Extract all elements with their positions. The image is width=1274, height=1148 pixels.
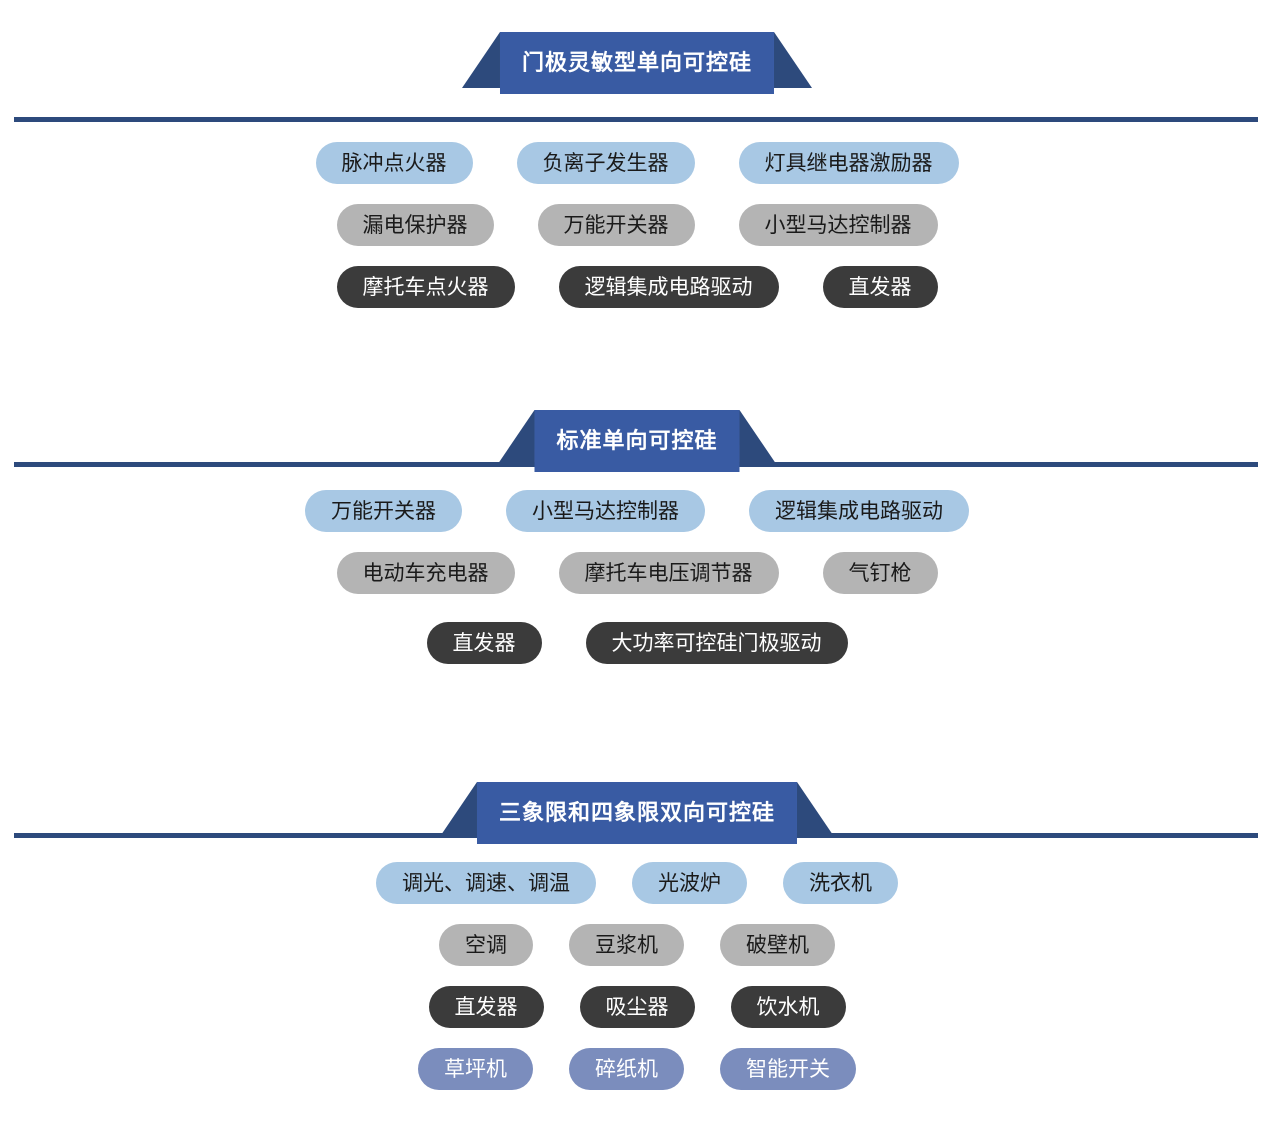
pill-item[interactable]: 调光、调速、调温 (376, 862, 596, 904)
pill-rows: 万能开关器 小型马达控制器 逻辑集成电路驱动 电动车充电器 摩托车电压调节器 气… (0, 490, 1274, 684)
section-standard-scr: 标准单向可控硅 万能开关器 小型马达控制器 逻辑集成电路驱动 电动车充电器 摩托… (0, 410, 1274, 664)
pill-item[interactable]: 万能开关器 (537, 204, 695, 246)
banner-trapezoid: 门极灵敏型单向可控硅 (461, 32, 813, 94)
pill-item[interactable]: 电动车充电器 (336, 552, 515, 594)
pill-item[interactable]: 大功率可控硅门极驱动 (585, 622, 848, 664)
pill-row: 万能开关器 小型马达控制器 逻辑集成电路驱动 (0, 490, 1274, 532)
pill-row: 直发器 大功率可控硅门极驱动 (0, 622, 1274, 664)
pill-row: 摩托车点火器 逻辑集成电路驱动 直发器 (0, 266, 1274, 308)
banner-left-wing-icon (496, 410, 535, 466)
pill-row: 草坪机 碎纸机 智能开关 (0, 1048, 1274, 1090)
pill-row: 调光、调速、调温 光波炉 洗衣机 (0, 862, 1274, 904)
banner-right-wing-icon (739, 410, 778, 466)
pill-item[interactable]: 豆浆机 (569, 924, 684, 966)
section-gate-sensitive-scr: 门极灵敏型单向可控硅 脉冲点火器 负离子发生器 灯具继电器激励器 漏电保护器 万… (0, 32, 1274, 308)
pill-item[interactable]: 草坪机 (418, 1048, 533, 1090)
section-title: 三象限和四象限双向可控硅 (498, 800, 776, 825)
pill-item[interactable]: 破壁机 (720, 924, 835, 966)
section-banner: 三象限和四象限双向可控硅 (0, 782, 1274, 844)
pill-item[interactable]: 摩托车点火器 (336, 266, 515, 308)
pill-item[interactable]: 洗衣机 (783, 862, 898, 904)
pill-row: 脉冲点火器 负离子发生器 灯具继电器激励器 (0, 142, 1274, 184)
pill-row: 空调 豆浆机 破壁机 (0, 924, 1274, 966)
section-quadrant-triac: 三象限和四象限双向可控硅 调光、调速、调温 光波炉 洗衣机 空调 豆浆机 破壁机… (0, 782, 1274, 1090)
pill-item[interactable]: 空调 (439, 924, 533, 966)
pill-item[interactable]: 吸尘器 (579, 986, 695, 1028)
pill-item[interactable]: 光波炉 (632, 862, 747, 904)
section-banner: 门极灵敏型单向可控硅 (0, 32, 1274, 122)
pill-item[interactable]: 漏电保护器 (336, 204, 494, 246)
pill-item[interactable]: 直发器 (822, 266, 938, 308)
banner-trapezoid: 标准单向可控硅 (496, 410, 778, 472)
pill-item[interactable]: 直发器 (428, 986, 544, 1028)
pill-item[interactable]: 小型马达控制器 (738, 204, 938, 246)
pill-row: 漏电保护器 万能开关器 小型马达控制器 (0, 204, 1274, 246)
banner-body: 三象限和四象限双向可控硅 (476, 782, 798, 844)
pill-item[interactable]: 小型马达控制器 (506, 490, 705, 532)
pill-item[interactable]: 饮水机 (730, 986, 846, 1028)
banner-body: 门极灵敏型单向可控硅 (499, 32, 775, 94)
pill-row: 直发器 吸尘器 饮水机 (0, 986, 1274, 1028)
section-title: 门极灵敏型单向可控硅 (521, 50, 753, 75)
banner-left-wing-icon (461, 32, 500, 88)
pill-item[interactable]: 逻辑集成电路驱动 (558, 266, 779, 308)
banner-trapezoid: 三象限和四象限双向可控硅 (438, 782, 836, 844)
pill-item[interactable]: 脉冲点火器 (315, 142, 473, 184)
pill-item[interactable]: 直发器 (426, 622, 542, 664)
banner-body: 标准单向可控硅 (534, 410, 740, 472)
section-title: 标准单向可控硅 (556, 428, 718, 453)
pill-item[interactable]: 逻辑集成电路驱动 (749, 490, 969, 532)
pill-item[interactable]: 灯具继电器激励器 (738, 142, 959, 184)
banner-right-wing-icon (797, 782, 836, 838)
pill-item[interactable]: 摩托车电压调节器 (558, 552, 779, 594)
pill-item[interactable]: 气钉枪 (822, 552, 938, 594)
pill-row: 电动车充电器 摩托车电压调节器 气钉枪 (0, 552, 1274, 594)
pill-rows: 调光、调速、调温 光波炉 洗衣机 空调 豆浆机 破壁机 直发器 吸尘器 饮水机 … (0, 862, 1274, 1110)
pill-item[interactable]: 智能开关 (720, 1048, 856, 1090)
pill-rows: 脉冲点火器 负离子发生器 灯具继电器激励器 漏电保护器 万能开关器 小型马达控制… (0, 142, 1274, 328)
banner-left-wing-icon (438, 782, 477, 838)
pill-item[interactable]: 万能开关器 (305, 490, 462, 532)
section-banner: 标准单向可控硅 (0, 410, 1274, 472)
section-rule (14, 117, 1258, 122)
pill-item[interactable]: 负离子发生器 (516, 142, 695, 184)
banner-right-wing-icon (774, 32, 813, 88)
pill-item[interactable]: 碎纸机 (569, 1048, 684, 1090)
